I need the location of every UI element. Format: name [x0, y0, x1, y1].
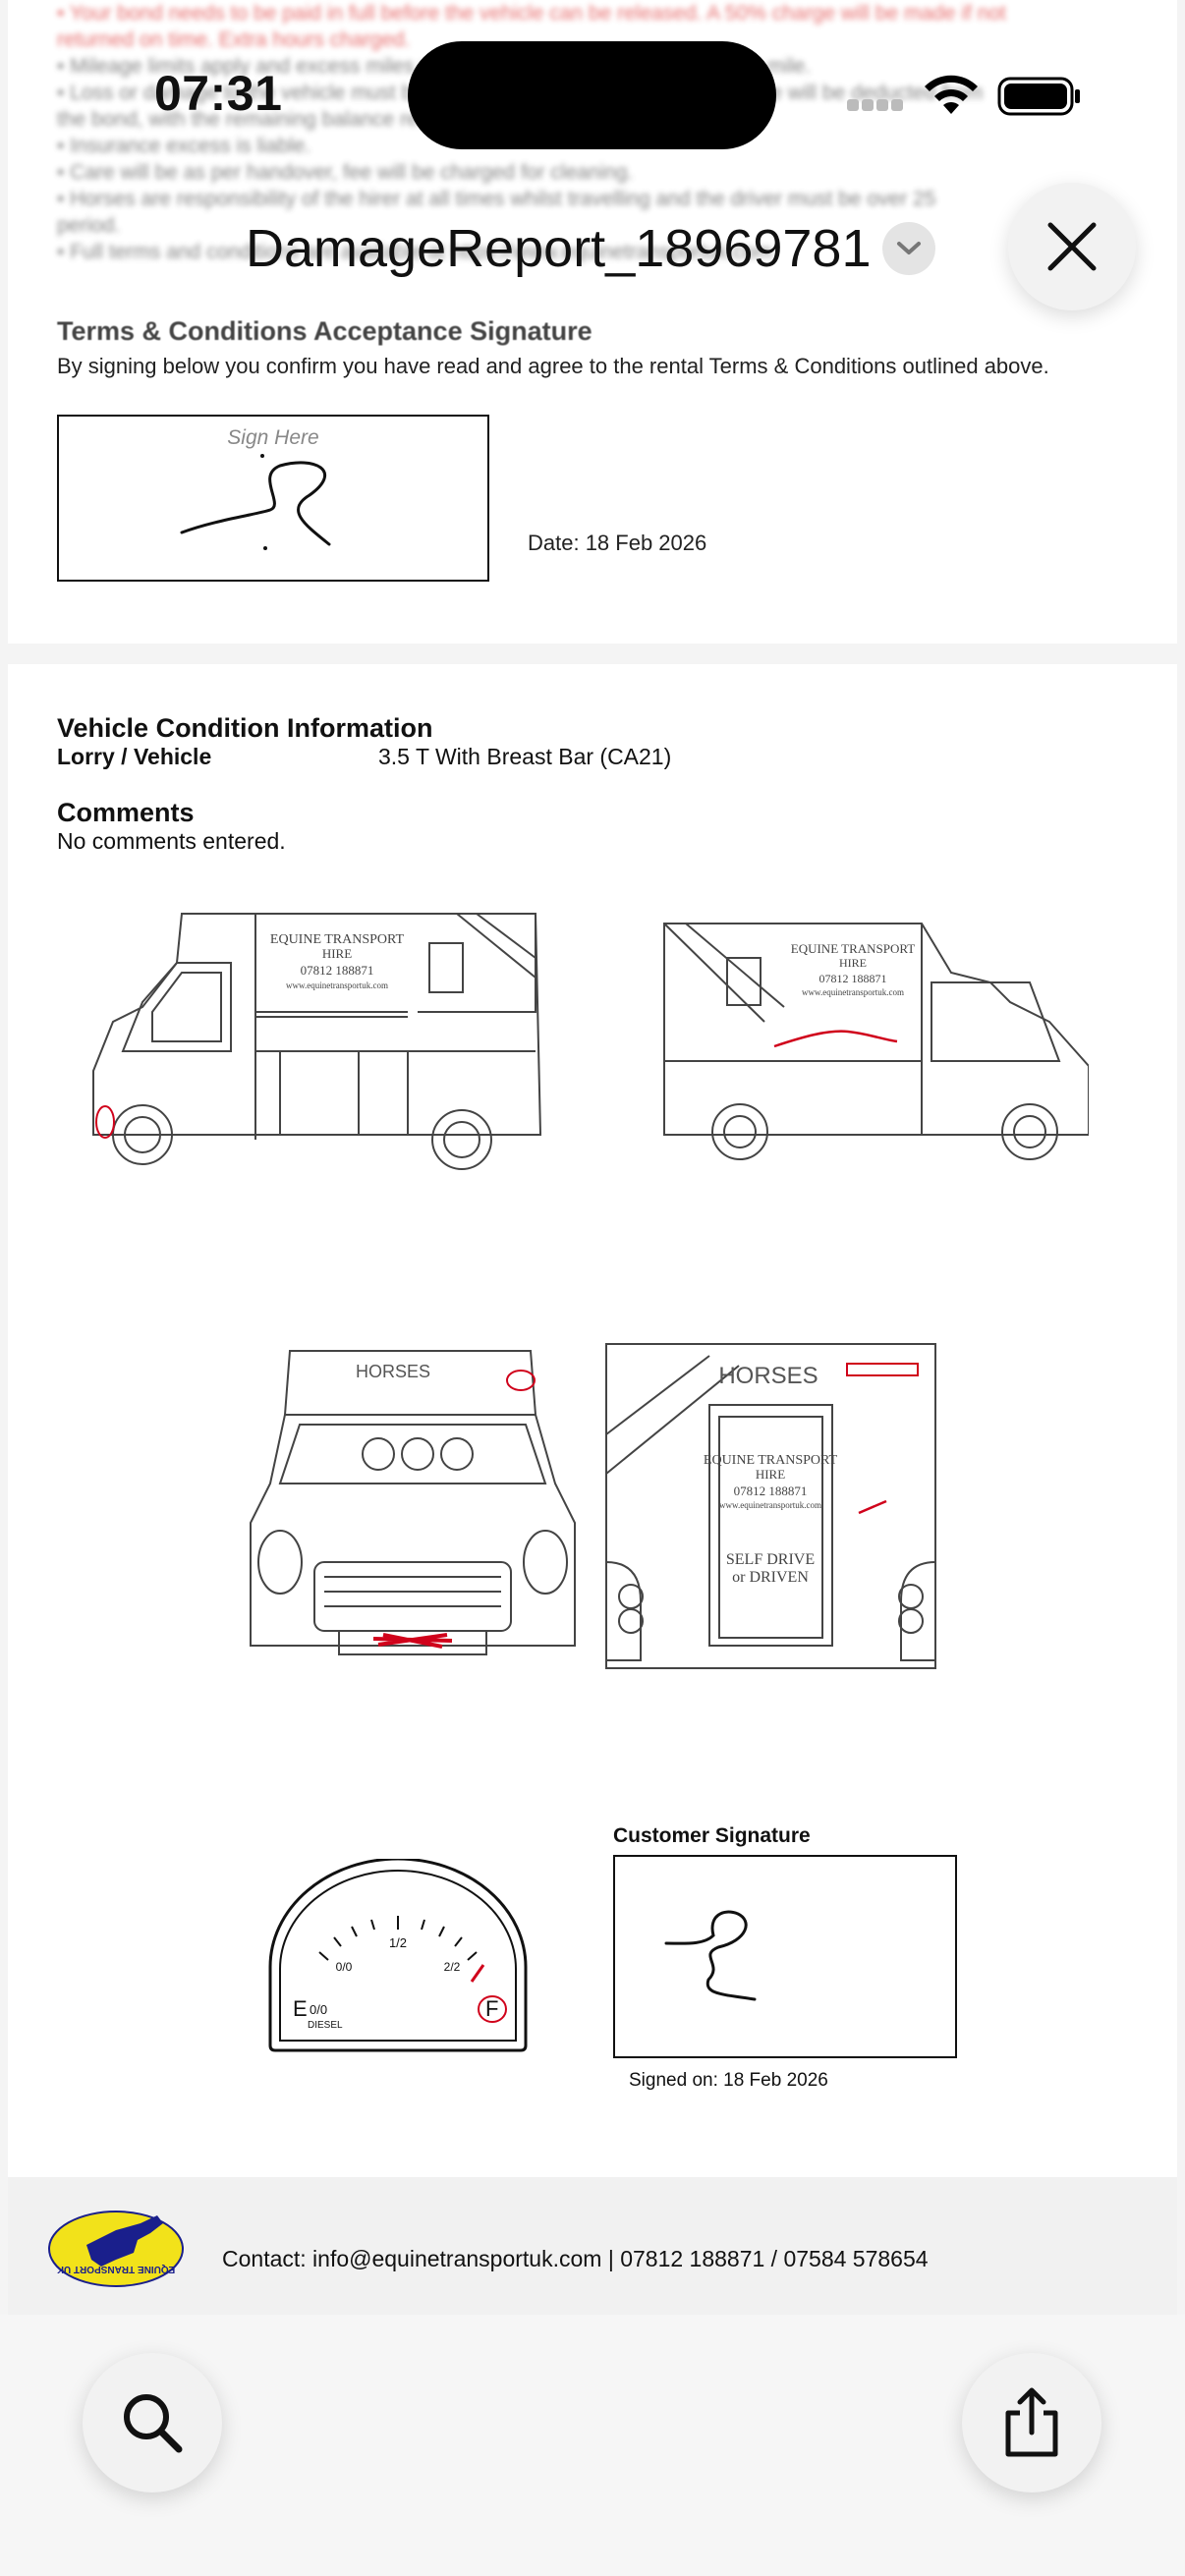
- close-button[interactable]: [1008, 183, 1136, 310]
- customer-signature-box: [613, 1855, 957, 2058]
- decal-company-1: EQUINE TRANSPORT: [791, 941, 916, 956]
- vehicle-label: Lorry / Vehicle: [57, 744, 212, 769]
- status-time: 07:31: [154, 66, 283, 121]
- decal-phone: 07812 188871: [734, 1484, 808, 1498]
- status-bar: 07:31: [0, 0, 1185, 196]
- pdf-footer: [8, 2177, 1177, 2315]
- damage-mark: [478, 1995, 507, 2023]
- signed-on-date: Signed on: 18 Feb 2026: [629, 2070, 828, 2091]
- terms-line: • Full terms and conditions are availabl…: [57, 241, 772, 263]
- search-button[interactable]: [83, 2353, 222, 2492]
- terms-signature-drawing: [180, 454, 331, 550]
- decal-phone: 07812 188871: [819, 972, 887, 985]
- fuel-needle: [470, 1964, 485, 1983]
- front-horses-decal: HORSES: [356, 1362, 430, 1381]
- share-icon: [1005, 2387, 1058, 2457]
- damage-mark: [846, 1363, 919, 1376]
- dynamic-island: [408, 41, 776, 149]
- damage-mark: [858, 1499, 887, 1515]
- fuel-full-letter: F: [485, 1996, 498, 2021]
- pdf-page-2: [8, 664, 1177, 2177]
- lorry-rear-diagram: HORSES EQUINE TRANSPORT HIRE 07812 18887…: [605, 1343, 936, 1669]
- customer-signature-drawing: [664, 1910, 757, 2001]
- lorry-right-side-diagram: EQUINE TRANSPORT HIRE 07812 188871 www.e…: [663, 923, 1089, 1160]
- footer-contact: Contact: info@equinetransportuk.com | 07…: [222, 2246, 929, 2271]
- decal-company-2: HIRE: [322, 946, 352, 961]
- title-menu-button[interactable]: [882, 222, 935, 275]
- terms-line: • Insurance excess is liable.: [57, 135, 311, 157]
- customer-signature-label: Customer Signature: [613, 1824, 811, 1847]
- terms-line: • Horses are responsibility of the hirer…: [57, 188, 936, 210]
- wifi-icon: [925, 75, 978, 114]
- chevron-down-icon: [897, 242, 921, 254]
- decal-company-2: HIRE: [839, 956, 867, 970]
- terms-line: returned on time. Extra hours charged.: [57, 28, 411, 51]
- decal-company-1: EQUINE TRANSPORT: [270, 932, 405, 947]
- damage-mark: [773, 1030, 898, 1048]
- terms-acceptance-heading: Terms & Conditions Acceptance Signature: [57, 316, 592, 346]
- fuel-empty-label: E: [293, 1996, 308, 2021]
- decal-website: www.equinetransportuk.com: [802, 987, 904, 997]
- rear-horses-decal: HORSES: [718, 1363, 818, 1389]
- decal-phone: 07812 188871: [301, 963, 374, 978]
- decal-self-drive-2: or DRIVEN: [732, 1569, 809, 1586]
- share-button[interactable]: [962, 2353, 1101, 2492]
- comments-heading: Comments: [57, 798, 195, 827]
- terms-date: Date: 18 Feb 2026: [528, 531, 707, 555]
- close-icon: [1047, 222, 1097, 271]
- vehicle-value: 3.5 T With Breast Bar (CA21): [378, 744, 672, 769]
- cellular-signal-icon: [847, 98, 910, 114]
- decal-website: www.equinetransportuk.com: [719, 1500, 821, 1510]
- terms-agreement-text: By signing below you confirm you have re…: [57, 354, 1049, 378]
- fuel-zero-label: 0/0: [336, 1960, 353, 1974]
- decal-website: www.equinetransportuk.com: [286, 980, 388, 990]
- fuel-full-label: 2/2: [444, 1960, 461, 1974]
- fuel-zero-label-2: 0/0: [310, 2002, 327, 2017]
- fuel-diesel-label: DIESEL: [308, 2020, 343, 2031]
- decal-company-1: EQUINE TRANSPORT: [704, 1453, 838, 1468]
- comments-text: No comments entered.: [57, 828, 286, 854]
- terms-line: • Care will be as per handover, fee will…: [57, 161, 634, 184]
- company-logo: EQUINE TRANSPORT UK: [48, 2211, 184, 2287]
- terms-line: • Your bond needs to be paid in full bef…: [57, 2, 1006, 25]
- damage-mark: [506, 1370, 536, 1391]
- document-title[interactable]: DamageReport_18969781: [246, 219, 872, 278]
- logo-text: EQUINE TRANSPORT UK: [56, 2264, 175, 2274]
- terms-signature-box: Sign Here: [57, 415, 489, 582]
- search-icon: [124, 2394, 183, 2453]
- fuel-gauge: 1/2 0/0 2/2 E 0/0 DIESEL F: [268, 1859, 528, 2052]
- damage-mark: [95, 1105, 115, 1139]
- fuel-half-label: 1/2: [389, 1935, 407, 1950]
- lorry-left-side-diagram: EQUINE TRANSPORT HIRE 07812 188871 www.e…: [92, 913, 542, 1170]
- terms-line: period.: [57, 214, 121, 237]
- lorry-front-diagram: HORSES: [250, 1350, 576, 1655]
- decal-company-2: HIRE: [756, 1467, 785, 1482]
- decal-self-drive-1: SELF DRIVE: [726, 1551, 815, 1568]
- vehicle-condition-heading: Vehicle Condition Information: [57, 713, 433, 743]
- battery-icon: [997, 77, 1080, 116]
- damage-mark: [372, 1633, 453, 1649]
- sign-here-placeholder: Sign Here: [227, 426, 319, 449]
